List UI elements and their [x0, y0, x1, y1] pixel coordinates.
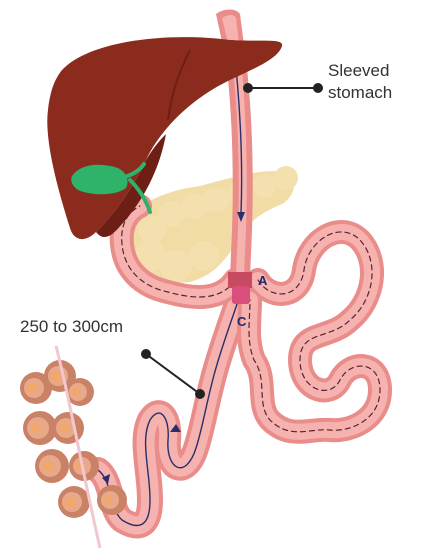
- point-c-label: C: [237, 314, 247, 329]
- limb-length-label: 250 to 300cm: [20, 317, 123, 336]
- pancreas: [128, 166, 298, 283]
- sleeved-stomach-label-line2: stomach: [328, 83, 392, 102]
- sleeved-stomach-label-line1: Sleeved: [328, 61, 389, 80]
- point-a-label: A: [258, 273, 268, 288]
